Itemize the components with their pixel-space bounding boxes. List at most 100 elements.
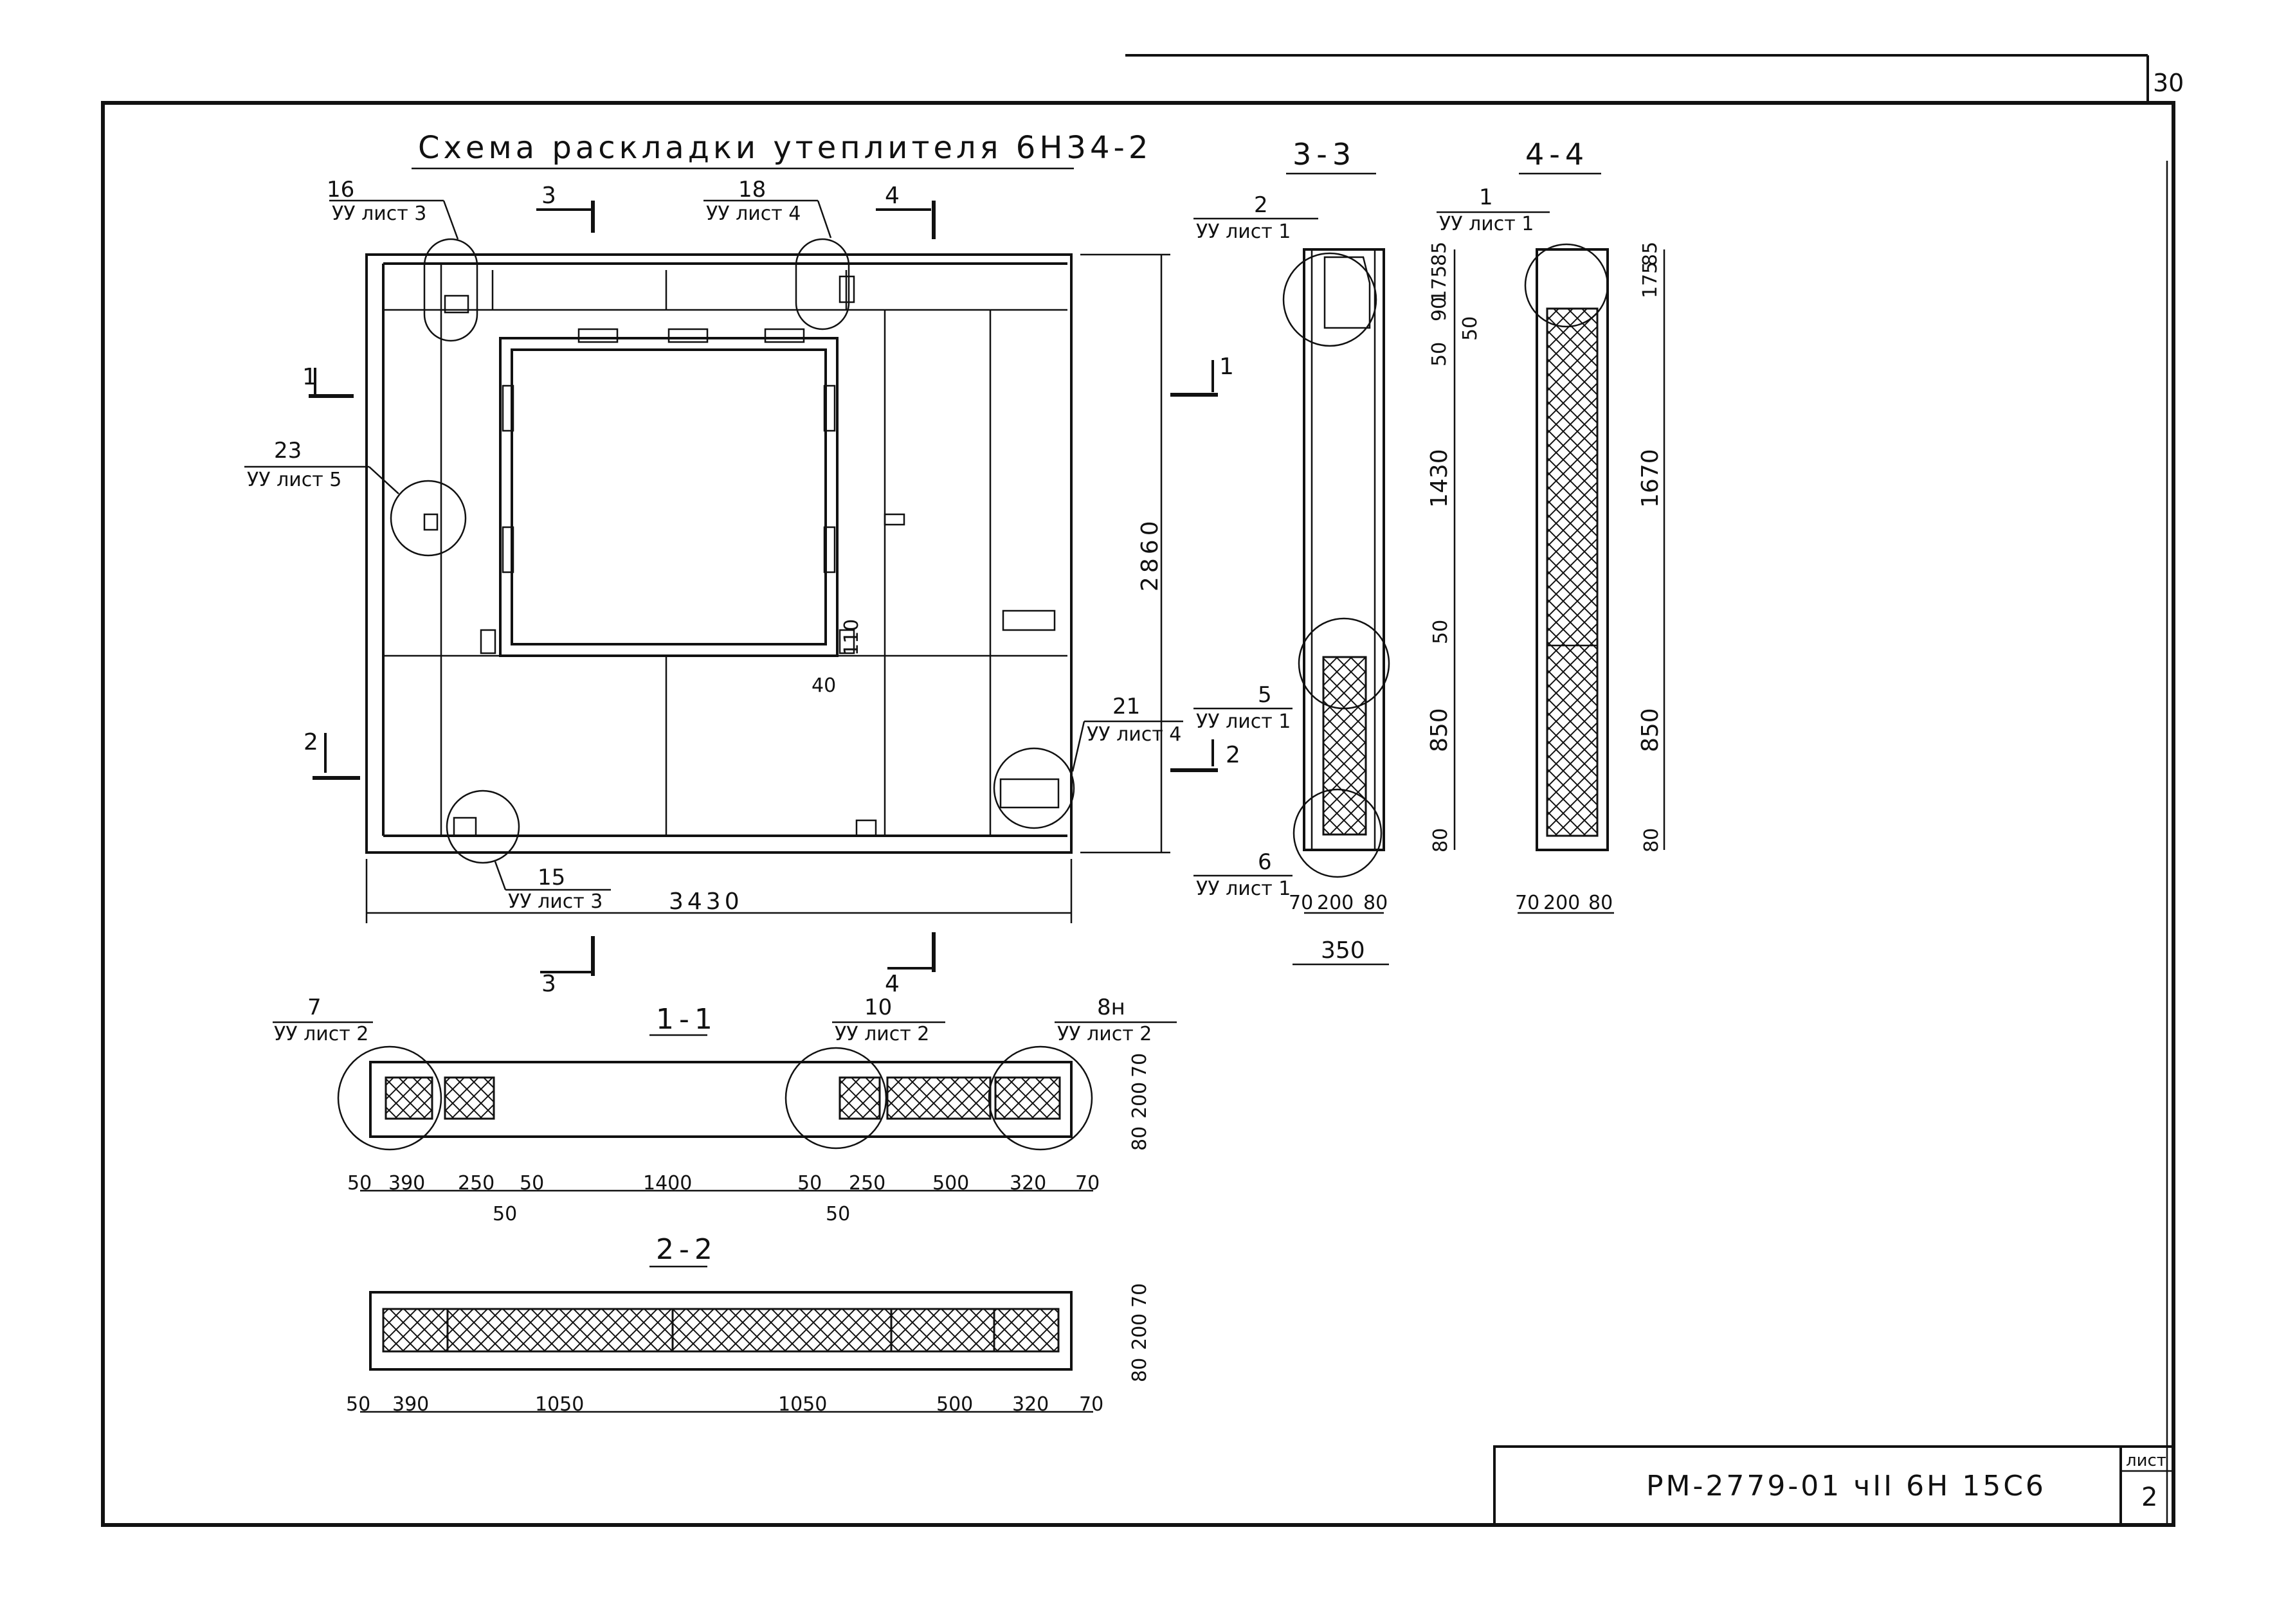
svg-text:200: 200 — [1129, 1313, 1151, 1350]
svg-text:6: 6 — [1258, 849, 1272, 875]
svg-text:390: 390 — [388, 1172, 425, 1195]
plan-width-dim: 3430 — [669, 889, 743, 915]
svg-text:1050: 1050 — [535, 1393, 584, 1416]
callout-16: 16 УУ лист 3 — [327, 177, 459, 240]
svg-text:50: 50 — [1428, 342, 1451, 366]
svg-text:70: 70 — [1129, 1283, 1151, 1308]
section-3-3-title: 3-3 — [1293, 137, 1356, 172]
section-marker-4-bottom: 4 — [885, 932, 936, 997]
svg-text:УУ лист 4: УУ лист 4 — [706, 203, 801, 225]
callout-21: 21 УУ лист 4 — [1071, 694, 1183, 772]
svg-text:2: 2 — [1254, 192, 1268, 218]
sheet-frame: 30 — [101, 54, 2184, 1527]
svg-text:УУ лист 1: УУ лист 1 — [1439, 213, 1534, 235]
sheet-label: лист — [2126, 1451, 2166, 1470]
callout-2: 2 УУ лист 1 — [1193, 192, 1318, 243]
callout-18: 18 УУ лист 4 — [703, 177, 832, 239]
svg-text:1430: 1430 — [1426, 449, 1453, 508]
svg-text:УУ лист 4: УУ лист 4 — [1087, 723, 1181, 746]
plan-dim-40: 40 — [812, 674, 836, 697]
svg-text:80: 80 — [1640, 828, 1663, 853]
svg-text:15: 15 — [538, 865, 565, 890]
svg-text:2: 2 — [304, 729, 318, 755]
callout-23: 23 УУ лист 5 — [244, 438, 399, 494]
svg-text:8н: 8н — [1097, 995, 1125, 1020]
svg-text:7: 7 — [307, 995, 322, 1020]
svg-text:УУ лист 5: УУ лист 5 — [247, 469, 341, 491]
svg-text:50: 50 — [1429, 620, 1452, 644]
callout-6: 6 УУ лист 1 — [1193, 849, 1293, 900]
svg-text:70: 70 — [1079, 1393, 1103, 1416]
svg-text:50: 50 — [1459, 316, 1482, 341]
svg-text:175: 175 — [1639, 262, 1662, 298]
section-marker-3-bottom: 3 — [540, 936, 595, 997]
svg-text:90: 90 — [1428, 297, 1451, 321]
drawing-title: Схема раскладки утеплителя 6Н34-2 — [418, 130, 1152, 166]
section-3-3-total: 350 — [1321, 937, 1365, 964]
svg-text:200: 200 — [1129, 1082, 1151, 1119]
svg-text:50: 50 — [493, 1203, 517, 1225]
section-marker-1-right: 1 — [1170, 354, 1234, 397]
svg-text:500: 500 — [936, 1393, 973, 1416]
svg-text:390: 390 — [392, 1393, 429, 1416]
svg-text:1: 1 — [1219, 354, 1234, 380]
svg-text:1: 1 — [302, 364, 317, 390]
svg-text:50: 50 — [520, 1172, 544, 1195]
section-marker-2-left: 2 — [304, 729, 360, 780]
section-1-1: 1-1 50 390 250 50 1400 50 250 500 320 70… — [273, 995, 1177, 1225]
svg-text:50: 50 — [346, 1393, 370, 1416]
svg-text:80: 80 — [1129, 1358, 1151, 1382]
sheet-number: 2 — [2141, 1483, 2157, 1512]
callout-8n: 8н УУ лист 2 — [1055, 995, 1177, 1045]
section-4-4: 4-4 85 175 1670 850 80 70 200 80 1 УУ ли… — [1437, 137, 1665, 914]
callout-10: 10 УУ лист 2 — [832, 995, 945, 1045]
svg-text:80: 80 — [1588, 892, 1613, 914]
svg-text:23: 23 — [274, 438, 302, 464]
svg-text:70: 70 — [1129, 1053, 1151, 1078]
section-2-2-title: 2-2 — [656, 1233, 718, 1266]
svg-text:16: 16 — [327, 177, 354, 203]
svg-text:50: 50 — [347, 1172, 372, 1195]
section-1-1-title: 1-1 — [656, 1003, 718, 1036]
panel-plan: 3430 2860 40 110 1 1 2 2 3 — [244, 177, 1240, 997]
section-2-2: 2-2 50 390 1050 1050 500 320 70 70 200 8… — [346, 1233, 1151, 1416]
svg-text:УУ лист 1: УУ лист 1 — [1196, 878, 1291, 900]
callout-1: 1 УУ лист 1 — [1437, 185, 1550, 235]
svg-text:3: 3 — [541, 971, 556, 997]
svg-text:320: 320 — [1012, 1393, 1049, 1416]
svg-text:УУ лист 1: УУ лист 1 — [1196, 710, 1291, 733]
svg-text:200: 200 — [1543, 892, 1580, 914]
callout-5: 5 УУ лист 1 — [1193, 682, 1293, 733]
svg-text:10: 10 — [864, 995, 892, 1020]
svg-text:УУ лист 2: УУ лист 2 — [835, 1023, 929, 1045]
plan-dim-110: 110 — [840, 619, 863, 656]
svg-text:70: 70 — [1289, 892, 1313, 914]
svg-text:80: 80 — [1429, 828, 1452, 853]
svg-text:2: 2 — [1226, 742, 1240, 768]
section-4-4-title: 4-4 — [1525, 137, 1589, 172]
svg-text:250: 250 — [849, 1172, 885, 1195]
svg-text:85: 85 — [1428, 242, 1451, 266]
title-block: лист 2 РМ-2779-01 чII 6Н 15С6 — [1493, 1445, 2175, 1526]
svg-text:80: 80 — [1129, 1126, 1151, 1151]
svg-text:500: 500 — [932, 1172, 969, 1195]
svg-text:85: 85 — [1639, 242, 1662, 266]
svg-text:УУ лист 3: УУ лист 3 — [332, 203, 426, 225]
svg-text:21: 21 — [1112, 694, 1140, 719]
plan-height-dim: 2860 — [1137, 517, 1163, 591]
svg-text:УУ лист 1: УУ лист 1 — [1196, 221, 1291, 243]
svg-text:5: 5 — [1258, 682, 1272, 708]
svg-text:1670: 1670 — [1637, 449, 1664, 508]
page-corner-number: 30 — [2153, 69, 2184, 97]
svg-text:50: 50 — [797, 1172, 822, 1195]
svg-text:250: 250 — [458, 1172, 494, 1195]
svg-text:175: 175 — [1428, 266, 1451, 302]
section-marker-3-top: 3 — [536, 183, 595, 233]
svg-text:80: 80 — [1363, 892, 1388, 914]
svg-text:850: 850 — [1637, 708, 1664, 752]
callout-7: 7 УУ лист 2 — [273, 995, 373, 1045]
svg-text:1: 1 — [1479, 185, 1493, 210]
svg-text:1050: 1050 — [778, 1393, 827, 1416]
svg-text:200: 200 — [1317, 892, 1354, 914]
section-marker-1-left: 1 — [302, 364, 354, 398]
